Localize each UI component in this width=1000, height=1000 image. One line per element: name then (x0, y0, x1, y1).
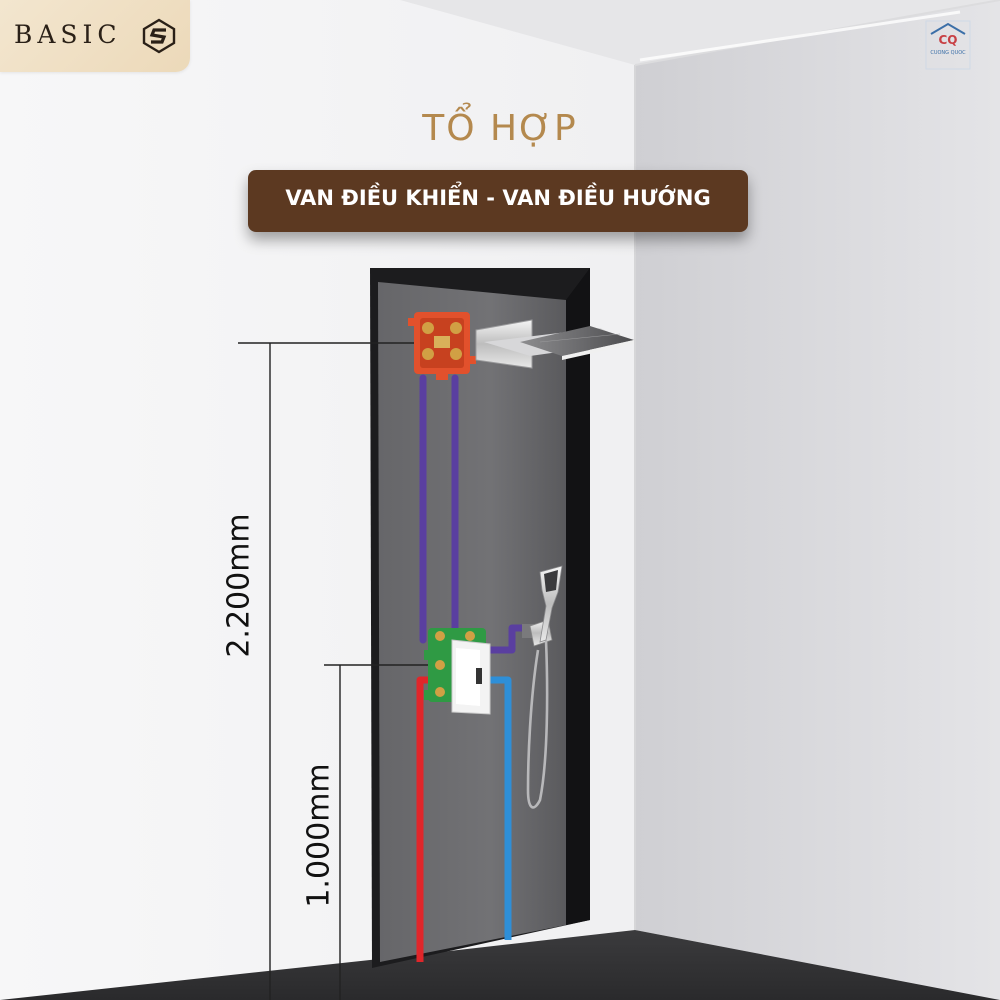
house-roof-icon (925, 20, 971, 70)
upper-diverter-valve-body (408, 312, 476, 380)
title-banner-text: VAN ĐIỀU KHIỂN - VAN ĐIỀU HƯỚNG (285, 186, 711, 210)
hand-shower (522, 565, 563, 809)
brand-name: BASIC (14, 20, 122, 49)
title-banner (248, 170, 748, 232)
valve-cover-plate (451, 639, 491, 715)
rain-shower-head (475, 319, 634, 369)
floor (0, 930, 1000, 1000)
s-monogram-icon (142, 18, 176, 54)
cold-water-pipe (490, 676, 512, 940)
mix-pipes (419, 374, 532, 654)
dimension-label-upper: 2.200mm (221, 513, 257, 658)
ceiling-light-strip (639, 10, 961, 62)
brand-badge: BASIC (0, 0, 190, 72)
page-title: TỔ HỢP (422, 108, 578, 149)
shower-niche (378, 282, 566, 962)
watermark-caption: CUONG QUOC (930, 50, 966, 56)
niche-right-edge (566, 268, 590, 925)
dimension-label-lower: 1.000mm (301, 763, 337, 908)
side-wall (635, 0, 1000, 1000)
watermark-initials: CQ (938, 33, 958, 47)
ceiling (400, 0, 1000, 65)
